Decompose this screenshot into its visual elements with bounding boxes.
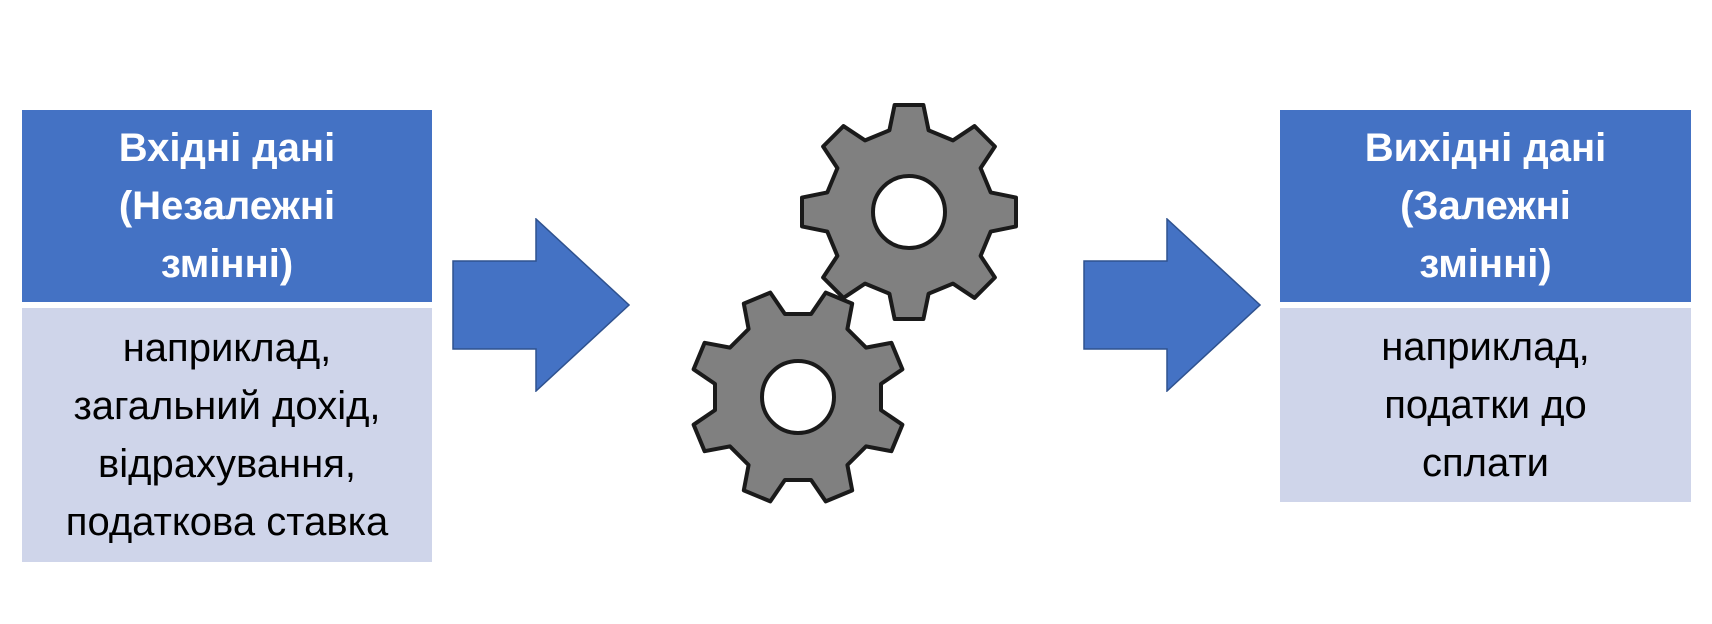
output-box-examples: наприклад, податки до сплати	[1280, 308, 1691, 502]
input-title-line-2: (Незалежні	[118, 184, 336, 228]
gear-hole	[871, 174, 947, 250]
output-data-box: Вихідні дані (Залежні змінні) наприклад,…	[1280, 110, 1691, 502]
input-title-line-1: Вхідні дані	[118, 126, 336, 170]
input-box-examples: наприклад, загальний дохід, відрахування…	[22, 308, 432, 562]
output-body-line-3: сплати	[1421, 441, 1550, 485]
input-body-line-4: податкова ставка	[65, 500, 389, 544]
input-data-box: Вхідні дані (Незалежні змінні) наприклад…	[22, 110, 432, 562]
output-body-line-1: наприклад,	[1381, 325, 1590, 369]
output-title-line-1: Вихідні дані	[1364, 126, 1607, 170]
gear-hole	[760, 359, 836, 435]
output-box-title: Вихідні дані (Залежні змінні)	[1280, 110, 1691, 302]
gears-process	[691, 103, 1018, 504]
arrow-right-icon	[1083, 218, 1261, 392]
gear-icon	[800, 103, 1018, 321]
gear-icon	[691, 290, 905, 504]
input-body-line-2: загальний дохід,	[73, 384, 381, 428]
input-box-title: Вхідні дані (Незалежні змінні)	[22, 110, 432, 302]
input-body-line-1: наприклад,	[122, 326, 332, 370]
output-title-line-2: (Залежні	[1400, 184, 1571, 228]
input-body-line-3: відрахування,	[98, 442, 356, 486]
input-title-line-3: змінні)	[160, 242, 294, 286]
output-title-line-3: змінні)	[1419, 242, 1552, 286]
output-body-line-2: податки до	[1384, 383, 1587, 427]
arrow-right-icon	[452, 218, 630, 392]
